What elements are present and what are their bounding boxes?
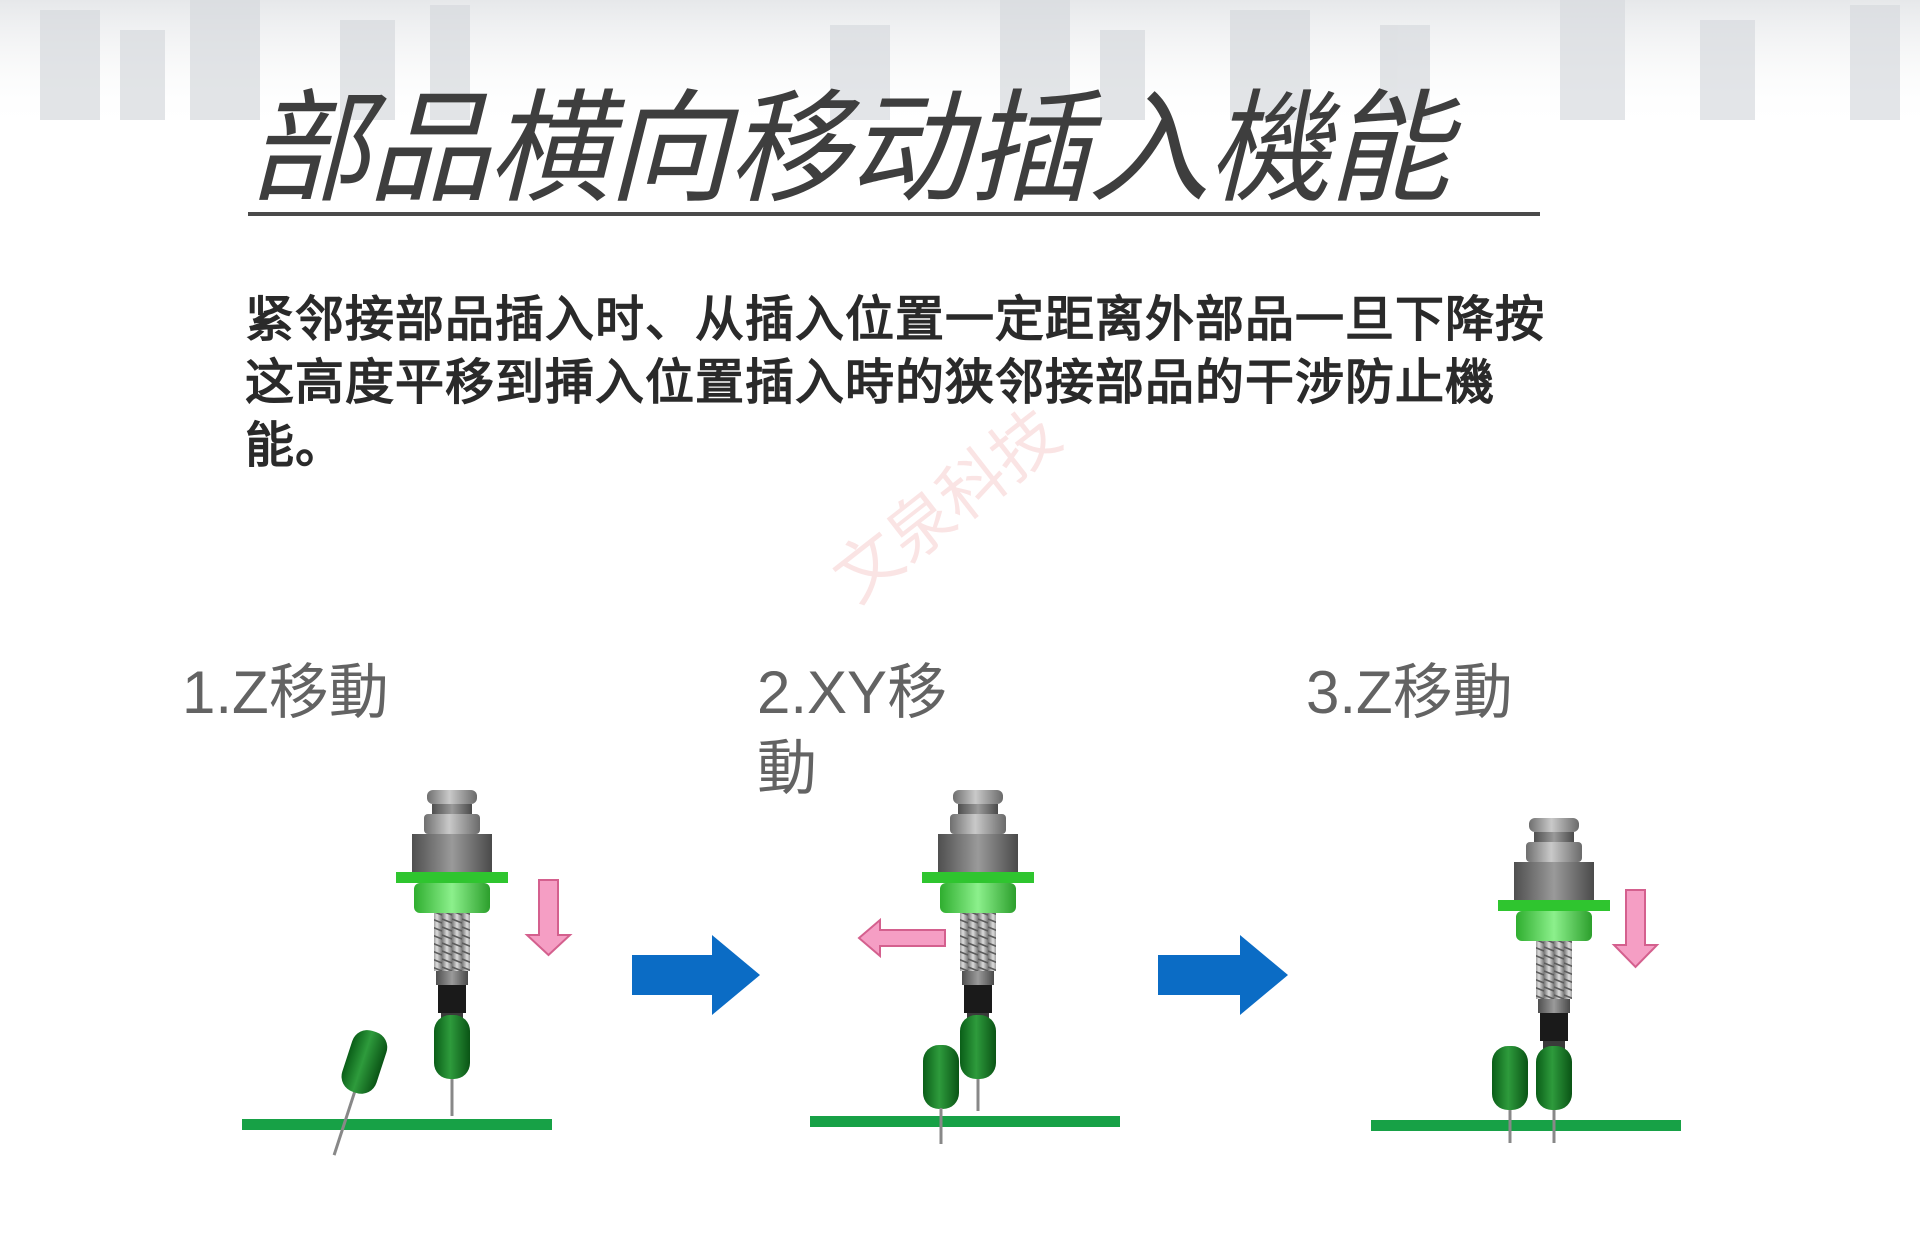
down-arrow-icon xyxy=(1611,889,1660,969)
skyline-background xyxy=(0,0,1920,130)
page-title: 部品横向移动插入機能 xyxy=(248,78,1450,220)
right-arrow-icon xyxy=(1158,935,1288,1015)
held-component xyxy=(1536,1046,1572,1143)
circuit-board xyxy=(1371,1120,1681,1131)
circuit-board xyxy=(242,1119,552,1130)
description-text: 紧邻接部品插入时、从插入位置一定距离外部品一旦下降按这高度平移到挿入位置插入時的… xyxy=(245,290,1546,474)
step-1-label: 1.Z移動 xyxy=(182,659,389,726)
panel-3 xyxy=(1492,818,1660,1143)
panel-1 xyxy=(332,790,573,1156)
held-component xyxy=(960,1015,996,1111)
pick-nozzle xyxy=(1498,818,1610,1055)
neighbor-component xyxy=(923,1045,959,1144)
held-component xyxy=(434,1015,470,1116)
title-underline xyxy=(248,212,1540,216)
step-3-label: 3.Z移動 xyxy=(1306,659,1513,726)
circuit-board xyxy=(810,1116,1120,1127)
left-arrow-icon xyxy=(857,917,946,959)
panel-2 xyxy=(857,790,1034,1144)
pick-nozzle xyxy=(922,790,1034,1027)
pick-nozzle xyxy=(396,790,508,1027)
neighbor-component xyxy=(1492,1046,1528,1143)
down-arrow-icon xyxy=(524,879,573,957)
board xyxy=(242,1116,1681,1131)
neighbor-component xyxy=(332,1025,392,1156)
step-2-label: 2.XY移動 xyxy=(757,659,948,802)
right-arrow-icon xyxy=(632,935,760,1015)
